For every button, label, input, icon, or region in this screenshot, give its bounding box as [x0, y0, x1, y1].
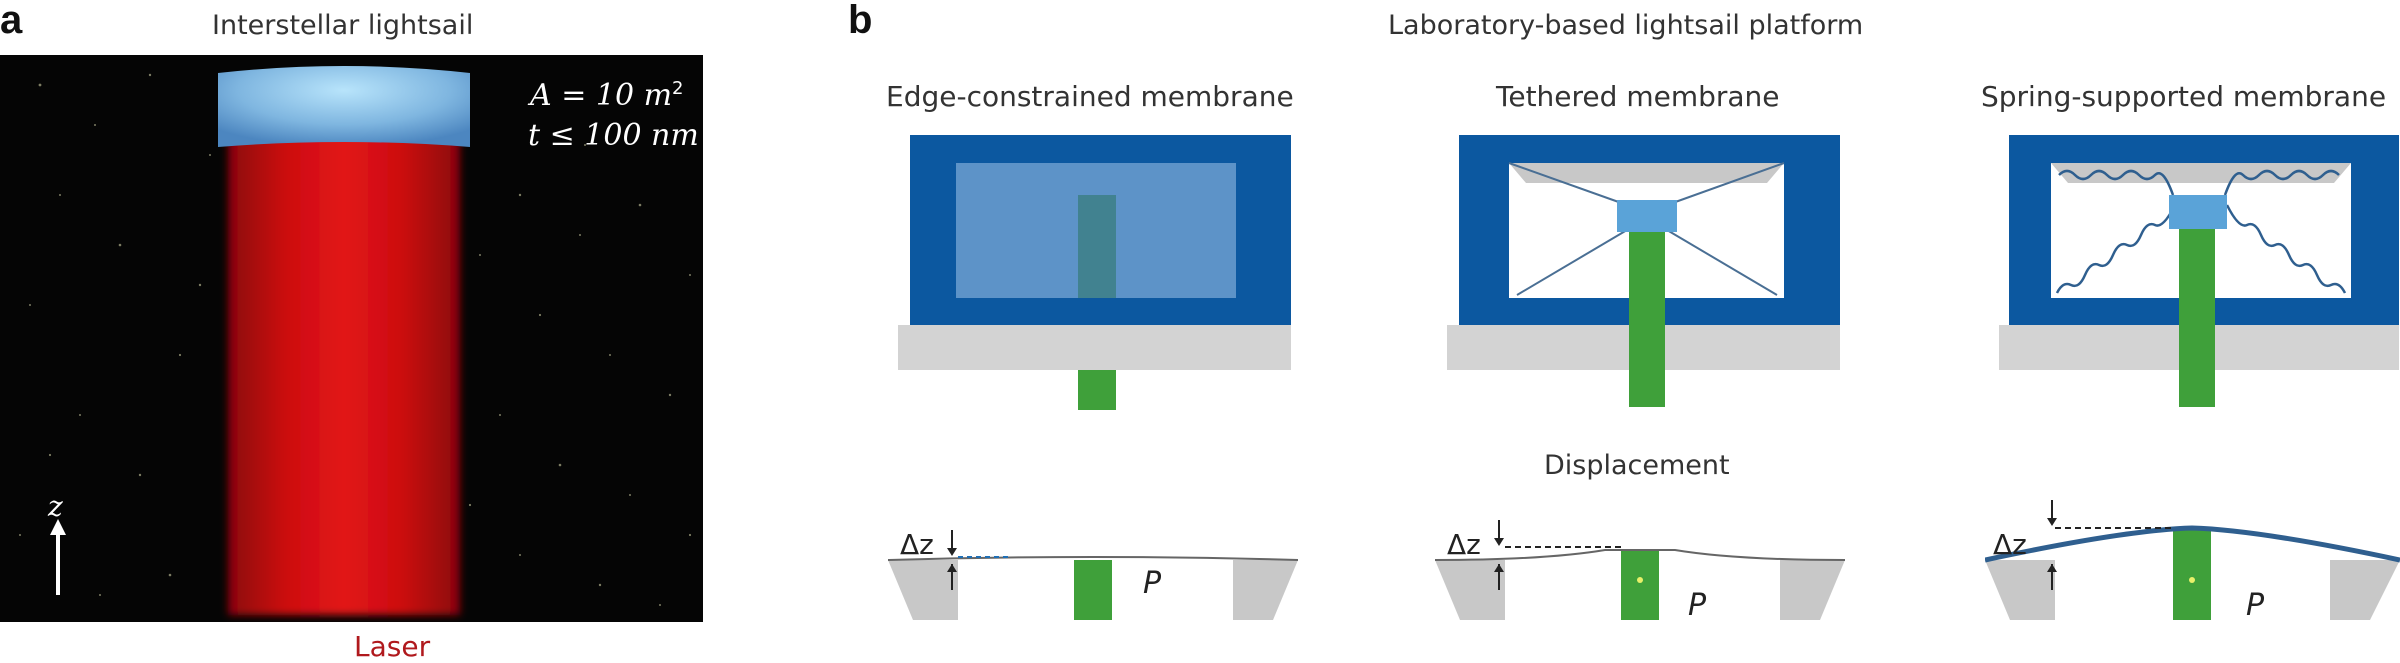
green-beam — [1629, 207, 1665, 407]
tethered-p-label: P — [1688, 588, 1707, 623]
laser-beam — [228, 95, 460, 615]
beam-through-membrane — [1078, 195, 1116, 298]
green-beam — [2173, 530, 2211, 620]
area-exponent: 2 — [672, 78, 684, 99]
displacement-title: Displacement — [1544, 450, 1730, 481]
beam-spot — [2189, 577, 2195, 583]
green-beam — [2179, 207, 2215, 407]
tethers — [1508, 162, 1785, 296]
left-support — [888, 560, 958, 620]
tethered-membrane-title: Tethered membrane — [1496, 80, 1780, 113]
right-support — [1780, 560, 1845, 620]
spring-displacement-figure — [1985, 500, 2400, 620]
edge-dz-label: Δz — [900, 528, 934, 561]
membrane-pad — [1617, 200, 1677, 232]
membrane-profile — [888, 556, 1298, 561]
lightsail — [218, 66, 470, 147]
spring-p-label: P — [2246, 588, 2265, 623]
right-support — [1233, 560, 1298, 620]
edge-constrained-membrane-figure — [898, 135, 1291, 410]
membrane-profile — [1435, 549, 1845, 561]
right-support — [2330, 560, 2400, 620]
green-beam — [1074, 560, 1112, 620]
panel-a-title: Interstellar lightsail — [212, 10, 474, 41]
edge-membrane-title: Edge-constrained membrane — [886, 80, 1294, 113]
tethered-membrane-figure — [1447, 135, 1840, 407]
tethered-displacement-figure — [1435, 520, 1845, 620]
z-axis-label: z — [48, 490, 63, 523]
beam-spot — [1637, 577, 1643, 583]
panel-a-letter: a — [0, 0, 23, 42]
frame-side — [898, 325, 1291, 370]
star-field — [19, 73, 692, 606]
membrane-pad — [2169, 195, 2227, 229]
edge-p-label: P — [1143, 566, 1162, 601]
left-support — [1435, 560, 1505, 620]
area-text: A = 10 m — [530, 78, 673, 113]
spring-supported-membrane-figure — [1999, 135, 2399, 407]
z-axis-arrow — [50, 519, 66, 595]
springs — [2055, 169, 2347, 294]
edge-displacement-figure — [888, 530, 1298, 620]
inner-wall — [1509, 163, 1784, 183]
tethered-dz-label: Δz — [1447, 528, 1481, 561]
thickness-label: t ≤ 100 nm — [528, 118, 699, 153]
area-label: A = 10 m2 — [530, 78, 683, 113]
left-support — [1985, 560, 2055, 620]
spring-dz-label: Δz — [1993, 528, 2027, 561]
interstellar-lightsail-illustration — [0, 55, 703, 622]
spring-membrane-title: Spring-supported membrane — [1981, 80, 2387, 113]
green-beam — [1621, 550, 1659, 620]
panel-b-title: Laboratory-based lightsail platform — [1388, 10, 1864, 41]
membrane-profile — [1985, 525, 2400, 563]
green-beam-below — [1078, 365, 1116, 410]
laser-label: Laser — [354, 630, 431, 663]
inner-wall — [2051, 163, 2351, 183]
panel-b-letter: b — [848, 0, 873, 42]
